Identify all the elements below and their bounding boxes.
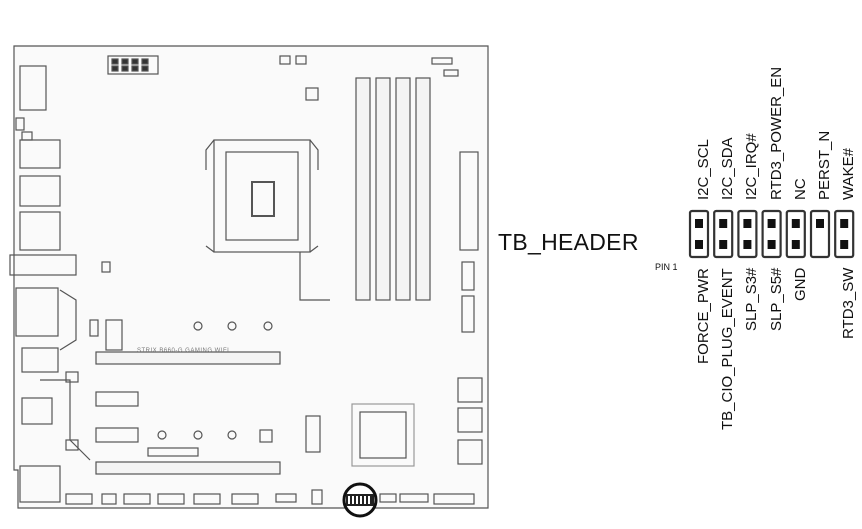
pin-bottom-2 [719, 240, 728, 249]
io-block [15, 117, 25, 131]
pin-label-top-6: PERST_N [816, 130, 833, 200]
pin-label-bottom-4: SLP_S5# [767, 267, 785, 331]
pin-top-4 [767, 219, 776, 228]
pin-label-top-7: WAKE# [840, 148, 858, 200]
board-silkscreen-label: STRIX B660-G GAMING WIFI [137, 348, 230, 354]
pin1-label: PIN 1 [655, 262, 678, 272]
pin-pair-2 [713, 209, 734, 259]
pin-label-top-5: NC [791, 178, 809, 200]
pin-bottom-3 [743, 240, 752, 249]
pin-pair-5 [785, 209, 806, 259]
pin-pair-4 [761, 209, 782, 259]
pin-label-top-3: I2C_IRQ# [743, 133, 761, 200]
pin-label-top-1: I2C_SCL [695, 139, 712, 200]
dimm-slot [415, 77, 431, 301]
dimm-slot [375, 77, 391, 301]
pin-label-bottom-5: GND [791, 267, 809, 301]
tb-header-connector [688, 209, 855, 259]
pin-top-1 [695, 219, 703, 228]
pin-top-5 [791, 219, 800, 228]
pin-bottom-7 [840, 240, 849, 249]
pin-top-6 [816, 219, 824, 228]
pin-top-7 [840, 219, 849, 228]
pin-label-top-4: RTD3_POWER_EN [767, 66, 785, 200]
pin-bottom-5 [791, 240, 800, 249]
dimm-slot [395, 77, 411, 301]
dimm-slot [355, 77, 371, 301]
pcie-slot [95, 351, 281, 365]
pin-bottom-1 [695, 240, 703, 249]
pin-top-3 [743, 219, 752, 228]
io-block [19, 65, 47, 111]
pcie-slot [95, 461, 281, 475]
pin-pair-7 [834, 209, 855, 259]
tb-header-highlight [342, 482, 378, 518]
pin-label-bottom-7: RTD3_SW [840, 267, 858, 339]
pin-pair-6 [809, 209, 831, 259]
pin-pair-3 [737, 209, 758, 259]
pin-label-bottom-1: FORCE_PWR [695, 268, 712, 364]
atx-connector [459, 151, 479, 251]
cpu-socket [213, 139, 311, 253]
pin-bottom-4 [767, 240, 776, 249]
pin-label-bottom-3: SLP_S3# [743, 267, 761, 331]
pin-label-bottom-2: TB_CIO_PLUG_EVENT [719, 268, 737, 430]
pin-pair-1 [688, 209, 710, 259]
chipset [359, 411, 407, 459]
pin-label-top-2: I2C_SDA [719, 137, 737, 200]
header-name: TB_HEADER [498, 229, 639, 255]
pin-top-2 [719, 219, 728, 228]
